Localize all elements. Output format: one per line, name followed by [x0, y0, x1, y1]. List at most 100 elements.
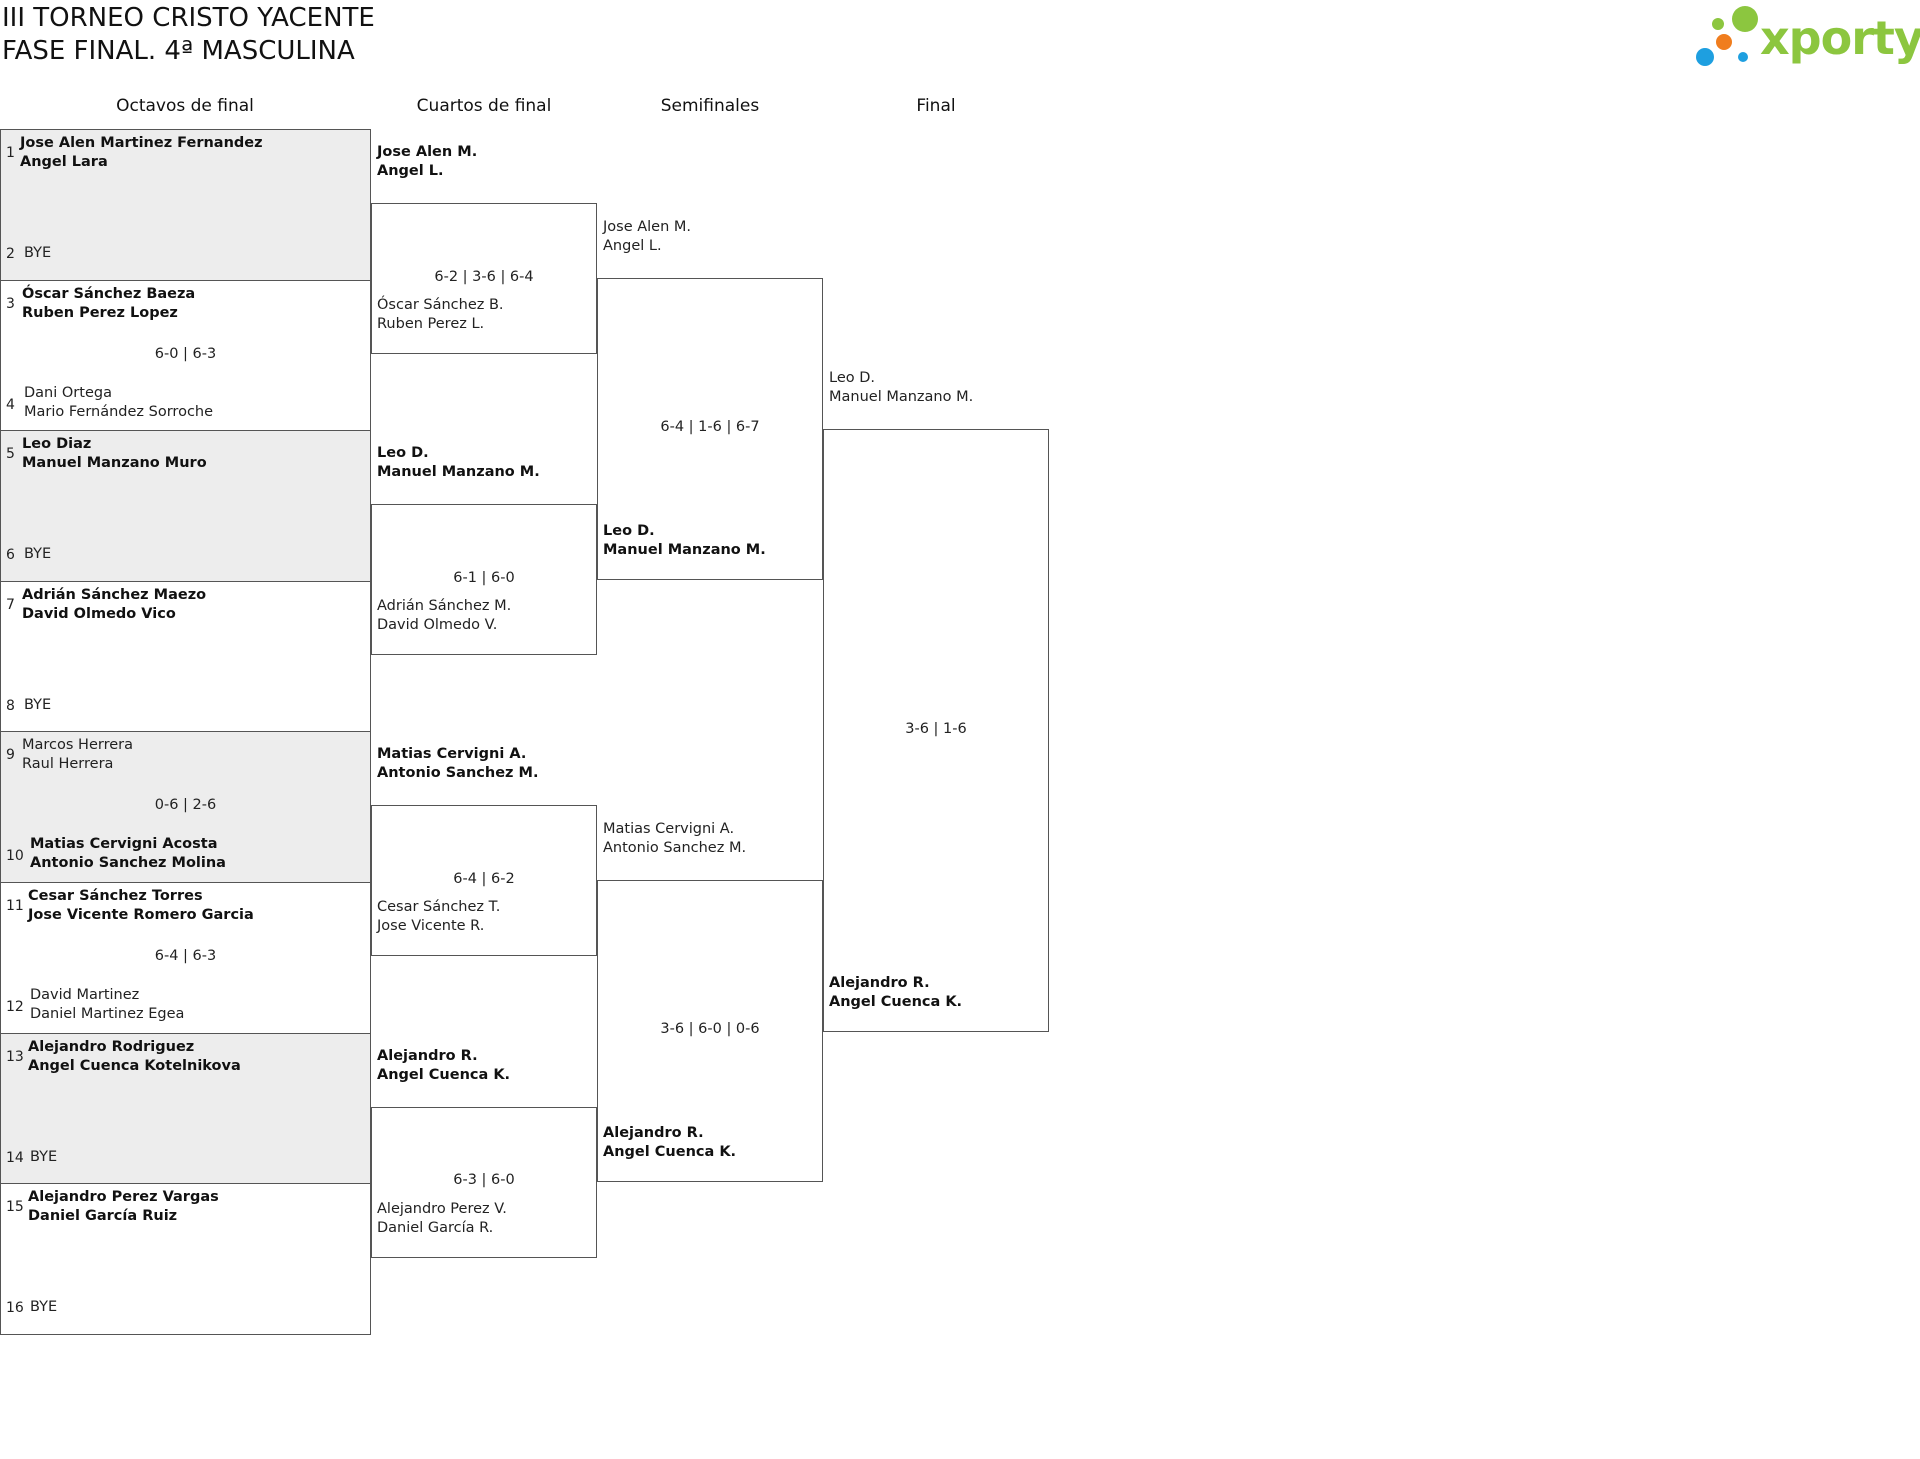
round-header-cuartos: Cuartos de final	[416, 96, 552, 116]
seed-number: 15	[6, 1199, 24, 1216]
seed-number: 16	[6, 1300, 24, 1317]
bye-label: BYE	[30, 1148, 58, 1165]
semis-top-team-player-1: Jose Alen M.	[603, 219, 692, 235]
final-bottom-team-player-1: Alejandro R.	[829, 975, 930, 991]
seed-number: 9	[6, 747, 15, 764]
octavos-bottom-team-player-2: Mario Fernández Sorroche	[24, 403, 214, 420]
cuartos-bottom-team-player-1: Adrián Sánchez M.	[377, 598, 512, 615]
seed-number: 6	[6, 547, 15, 564]
cuartos-bottom-team-player-1: Alejandro Perez V.	[377, 1200, 507, 1217]
seed-number: 3	[6, 295, 15, 312]
title-line-1: III TORNEO CRISTO YACENTE	[2, 3, 375, 33]
octavos-match-box	[0, 731, 371, 883]
match-score: 6-2 | 3-6 | 6-4	[434, 268, 534, 285]
semis-bottom-team-player-2: Manuel Manzano M.	[603, 542, 766, 558]
seed-number: 4	[6, 396, 15, 413]
octavos-top-team-player-1: Cesar Sánchez Torres	[28, 888, 203, 904]
cuartos-top-team-player-1: Leo D.	[377, 445, 429, 462]
semis-bottom-team-player-1: Alejandro R.	[603, 1125, 704, 1142]
octavos-top-team-player-2: Angel Cuenca Kotelnikova	[28, 1057, 241, 1074]
cuartos-bottom-team-player-2: Ruben Perez L.	[377, 316, 485, 332]
octavos-bottom-team-player-2: Antonio Sanchez Molina	[30, 855, 226, 872]
match-score: 6-4 | 6-3	[154, 948, 217, 964]
octavos-top-team-player-2: Ruben Perez Lopez	[22, 304, 178, 321]
bye-label: BYE	[24, 696, 52, 713]
octavos-bottom-team-player-2: Daniel Martinez Egea	[30, 1006, 185, 1022]
cuartos-bottom-team-player-2: Jose Vicente R.	[377, 918, 485, 935]
octavos-match-box	[0, 430, 371, 582]
match-score: 6-4 | 1-6 | 6-7	[660, 419, 760, 435]
cuartos-bottom-team-player-2: David Olmedo V.	[377, 617, 498, 634]
octavos-match-box	[0, 1183, 371, 1335]
cuartos-bottom-team-player-1: Óscar Sánchez B.	[377, 297, 504, 313]
octavos-top-team-player-1: Alejandro Rodriguez	[28, 1038, 195, 1055]
octavos-top-team-player-1: Óscar Sánchez Baeza	[22, 285, 196, 302]
match-score: 3-6 | 1-6	[905, 720, 967, 737]
match-score: 6-0 | 6-3	[154, 345, 217, 362]
octavos-top-team-player-2: David Olmedo Vico	[22, 605, 176, 622]
octavos-top-team-player-1: Jose Alen Martinez Fernandez	[20, 135, 263, 151]
final-bottom-team-player-2: Angel Cuenca K.	[829, 994, 963, 1010]
logo-text: xporty	[1760, 11, 1920, 65]
seed-number: 11	[6, 898, 24, 914]
round-header-final: Final	[916, 96, 956, 116]
xporty-logo: xporty	[1694, 4, 1920, 70]
semis-match-box	[597, 880, 823, 1183]
seed-number: 8	[6, 697, 15, 714]
octavos-bottom-team-player-1: Matias Cervigni Acosta	[30, 836, 218, 853]
match-score: 6-1 | 6-0	[453, 569, 515, 586]
seed-number: 1	[6, 145, 15, 161]
final-top-team-player-2: Manuel Manzano M.	[829, 389, 974, 405]
tournament-title: III TORNEO CRISTO YACENTE FASE FINAL. 4ª…	[2, 2, 375, 68]
cuartos-top-team-player-2: Manuel Manzano M.	[377, 464, 540, 481]
cuartos-bottom-team-player-1: Cesar Sánchez T.	[377, 899, 501, 916]
seed-number: 2	[6, 246, 15, 262]
octavos-bottom-team-player-1: David Martinez	[30, 987, 140, 1003]
seed-number: 7	[6, 596, 15, 613]
semis-bottom-team-player-1: Leo D.	[603, 523, 655, 539]
semis-top-team-player-2: Angel L.	[603, 238, 662, 254]
octavos-top-team-player-2: Jose Vicente Romero Garcia	[28, 907, 254, 923]
cuartos-bottom-team-player-2: Daniel García R.	[377, 1219, 494, 1236]
cuartos-match-box	[371, 504, 597, 656]
semis-top-team-player-1: Matias Cervigni A.	[603, 821, 735, 838]
logo-dot-green-small	[1712, 18, 1724, 30]
bye-label: BYE	[24, 546, 52, 563]
seed-number: 10	[6, 848, 24, 865]
logo-dot-blue-small	[1738, 52, 1748, 62]
seed-number: 14	[6, 1149, 24, 1166]
title-line-2: FASE FINAL. 4ª MASCULINA	[2, 36, 355, 66]
cuartos-match-box	[371, 805, 597, 957]
cuartos-top-team-player-1: Matias Cervigni A.	[377, 746, 527, 763]
cuartos-top-team-player-2: Angel L.	[377, 163, 444, 179]
logo-dot-blue	[1696, 48, 1714, 66]
match-score: 3-6 | 6-0 | 0-6	[660, 1021, 760, 1038]
octavos-top-team-player-2: Raul Herrera	[22, 756, 114, 773]
octavos-top-team-player-1: Marcos Herrera	[22, 737, 133, 754]
cuartos-match-box	[371, 1106, 597, 1258]
seed-number: 13	[6, 1048, 24, 1065]
logo-dot-orange	[1716, 34, 1732, 50]
octavos-top-team-player-2: Daniel García Ruiz	[28, 1208, 178, 1225]
final-top-team-player-1: Leo D.	[829, 370, 875, 386]
octavos-bottom-team-player-1: Dani Ortega	[24, 384, 112, 401]
octavos-top-team-player-1: Adrián Sánchez Maezo	[22, 586, 207, 603]
match-score: 6-3 | 6-0	[453, 1172, 515, 1189]
seed-number: 5	[6, 446, 15, 463]
semis-bottom-team-player-2: Angel Cuenca K.	[603, 1144, 737, 1161]
octavos-top-team-player-1: Leo Diaz	[22, 436, 92, 453]
cuartos-top-team-player-2: Antonio Sanchez M.	[377, 765, 539, 782]
cuartos-match-box	[371, 203, 597, 354]
cuartos-top-team-player-1: Jose Alen M.	[377, 144, 478, 160]
logo-dot-green	[1732, 6, 1758, 32]
octavos-match-box	[0, 129, 371, 281]
round-header-octavos: Octavos de final	[116, 96, 254, 116]
semis-top-team-player-2: Antonio Sanchez M.	[603, 840, 747, 857]
match-score: 6-4 | 6-2	[453, 870, 515, 887]
match-score: 0-6 | 2-6	[154, 797, 217, 814]
bye-label: BYE	[24, 245, 52, 261]
cuartos-top-team-player-2: Angel Cuenca K.	[377, 1066, 511, 1083]
semis-match-box	[597, 278, 823, 580]
octavos-top-team-player-2: Manuel Manzano Muro	[22, 455, 207, 472]
bye-label: BYE	[30, 1299, 58, 1316]
